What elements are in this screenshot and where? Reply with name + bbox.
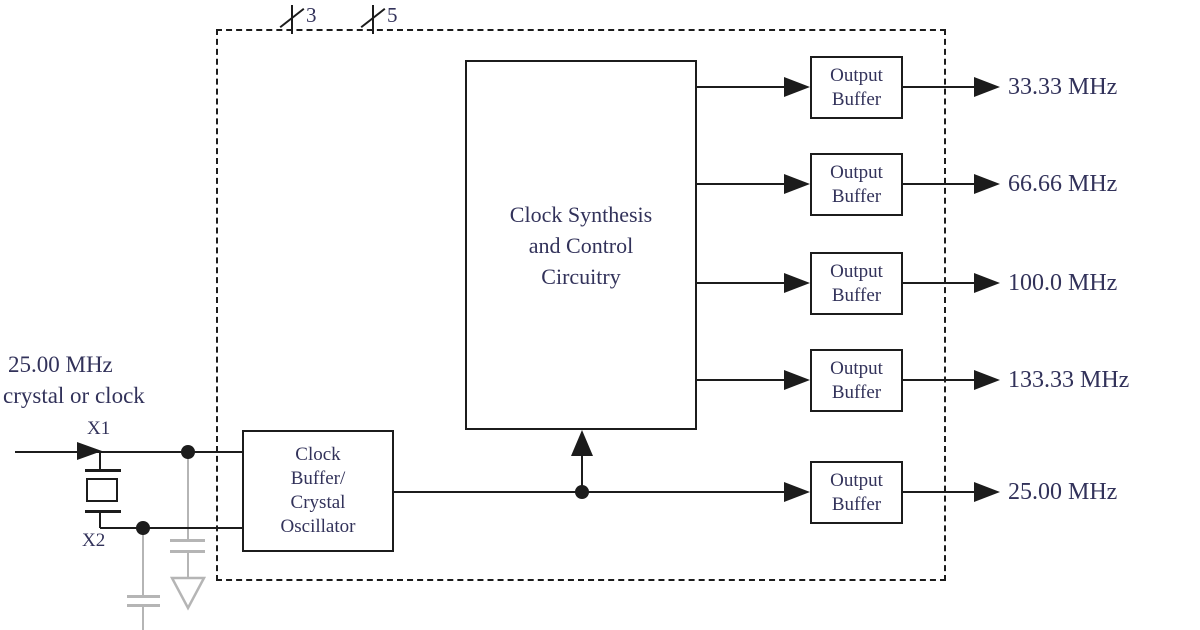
output-buffer-block-2: Output Buffer (810, 153, 903, 216)
load-capacitor-a-plate (127, 604, 160, 607)
wire-feed (697, 282, 786, 284)
wire-x2 (100, 527, 242, 529)
wire-feed (697, 379, 786, 381)
feed-arrow-icon (784, 273, 810, 293)
output-buffer-block-5: Output Buffer (810, 461, 903, 524)
output-buffer-label-line: Buffer (831, 381, 882, 403)
output-buffer-label-line: Output (830, 260, 883, 282)
feed-arrow-icon (784, 482, 810, 502)
wire-reference-clock (394, 491, 786, 493)
bus-width-label: 3 (306, 3, 317, 27)
wire-output (903, 282, 975, 284)
junction-dot (136, 521, 150, 535)
output-buffer-block-3: Output Buffer (810, 252, 903, 315)
bus-input-stub (291, 5, 293, 34)
wire-feed (697, 86, 786, 88)
load-capacitor-a-lead (142, 528, 144, 595)
crystal-plate (85, 469, 121, 472)
pin-label-x1: X1 (87, 418, 111, 439)
input-source-label: crystal or clock (3, 383, 145, 408)
output-frequency-label-4: 133.33 MHz (1008, 367, 1130, 393)
junction-dot (181, 445, 195, 459)
crystal-plate (85, 510, 121, 513)
block-label-line: Clock Synthesis (509, 201, 653, 227)
output-arrow-icon (974, 273, 1000, 293)
output-frequency-label-1: 33.33 MHz (1008, 74, 1118, 100)
up-arrow-icon (571, 430, 593, 456)
load-capacitor-a-lead (142, 607, 144, 630)
block-label-line: Circuitry (541, 263, 621, 289)
wire-to-synthesis (581, 455, 583, 492)
chip-boundary (216, 29, 946, 581)
clock-synthesis-block: Clock Synthesis and Control Circuitry (465, 60, 697, 430)
block-label-line: Oscillator (280, 516, 356, 537)
output-buffer-block-1: Output Buffer (810, 56, 903, 119)
bus-width-label: 5 (387, 3, 398, 27)
wire-feed (697, 183, 786, 185)
ground-symbol-icon (170, 576, 206, 611)
load-capacitor-b-plate (170, 550, 205, 553)
output-buffer-label-line: Buffer (831, 284, 882, 306)
output-arrow-icon (974, 77, 1000, 97)
output-buffer-label-line: Output (830, 469, 883, 491)
load-capacitor-b-lead (187, 553, 189, 579)
wire-output (903, 379, 975, 381)
block-label-line: Buffer/ (290, 468, 346, 489)
pin-label-x2: X2 (82, 530, 106, 551)
output-buffer-label-line: Output (830, 161, 883, 183)
load-capacitor-b-lead (187, 452, 189, 539)
output-frequency-label-2: 66.66 MHz (1008, 171, 1118, 197)
load-capacitor-b-plate (170, 539, 205, 542)
wire-output (903, 183, 975, 185)
output-buffer-label-line: Buffer (831, 493, 882, 515)
output-buffer-label-line: Output (830, 64, 883, 86)
output-frequency-label-5: 25.00 MHz (1008, 479, 1118, 505)
wire-output (903, 491, 975, 493)
wire-output (903, 86, 975, 88)
crystal-symbol (86, 478, 118, 502)
crystal-lead (99, 452, 101, 470)
block-label-line: and Control (528, 232, 634, 258)
feed-arrow-icon (784, 174, 810, 194)
bus-input-stub (372, 5, 374, 34)
clock-buffer-crystal-oscillator-block: Clock Buffer/ Crystal Oscillator (242, 430, 394, 552)
output-frequency-label-3: 100.0 MHz (1008, 270, 1118, 296)
block-label-line: Crystal (290, 492, 346, 513)
output-buffer-label-line: Output (830, 357, 883, 379)
input-arrow-icon (77, 442, 102, 460)
output-buffer-label-line: Buffer (831, 88, 882, 110)
feed-arrow-icon (784, 370, 810, 390)
junction-dot (575, 485, 589, 499)
output-buffer-block-4: Output Buffer (810, 349, 903, 412)
load-capacitor-a-plate (127, 595, 160, 598)
input-source-label: 25.00 MHz (8, 352, 113, 377)
output-arrow-icon (974, 370, 1000, 390)
crystal-lead (99, 513, 101, 528)
output-arrow-icon (974, 174, 1000, 194)
block-label-line: Clock (295, 444, 341, 465)
output-buffer-label-line: Buffer (831, 185, 882, 207)
wire-x1 (15, 451, 242, 453)
output-arrow-icon (974, 482, 1000, 502)
feed-arrow-icon (784, 77, 810, 97)
